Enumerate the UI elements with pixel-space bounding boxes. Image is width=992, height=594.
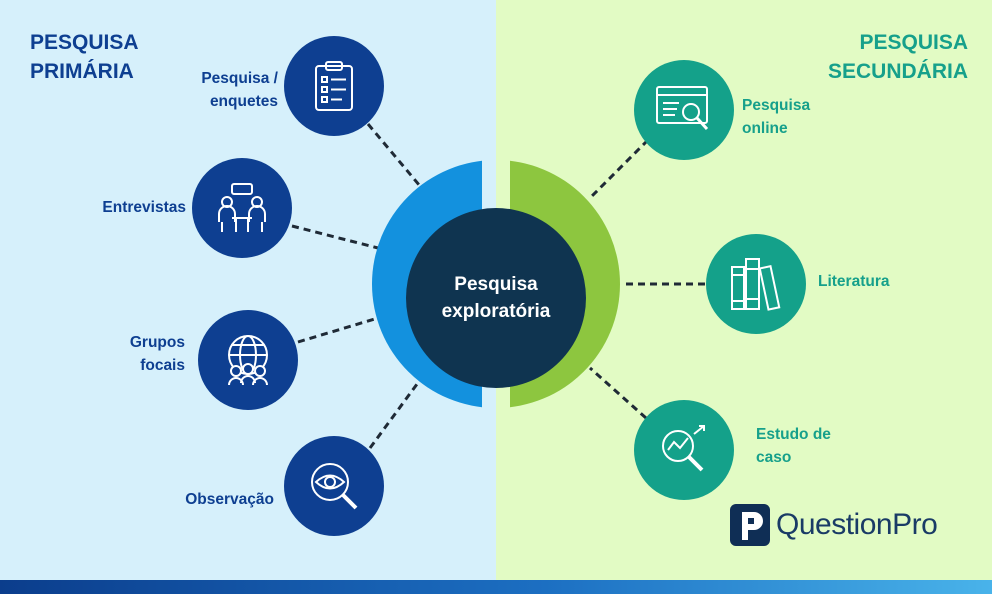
center-node: Pesquisa exploratória [406, 208, 586, 388]
bottom-accent-bar [0, 580, 992, 594]
center-label: Pesquisa [454, 274, 538, 295]
node-case-study [634, 400, 734, 500]
connector-primary-2 [291, 224, 379, 250]
label-line: Pesquisa / [201, 70, 278, 87]
label-line: Observação [185, 491, 274, 508]
node-literature-label: Literatura [818, 270, 890, 293]
connector-primary-3 [297, 316, 379, 344]
node-observation [284, 436, 384, 536]
node-focus-groups [198, 310, 298, 410]
heading-line: SECUNDÁRIA [827, 60, 968, 83]
node-surveys-label: Pesquisa / enquetes [201, 67, 278, 113]
connector-secondary-3 [589, 366, 647, 420]
node-online-research [634, 60, 734, 160]
label-line: Pesquisa [742, 97, 811, 114]
node-online-research-label: Pesquisa online [742, 94, 810, 140]
node-surveys [284, 36, 384, 136]
connector-primary-4 [368, 379, 422, 449]
node-observation-label: Observação [185, 488, 274, 511]
label-line: enquetes [209, 93, 278, 110]
globe-people-icon [228, 335, 268, 386]
connector-secondary-1 [588, 138, 650, 200]
primary-research-heading: PESQUISA PRIMÁRIA [30, 28, 139, 86]
node-focus-groups-label: Grupos focais [130, 331, 185, 377]
heading-line: PESQUISA [859, 31, 968, 54]
label-line: caso [756, 449, 792, 466]
label-line: focais [140, 357, 185, 374]
heading-line: PESQUISA [30, 31, 139, 54]
books-icon [731, 258, 781, 311]
browser-search-icon [656, 86, 709, 131]
interview-icon [218, 183, 266, 232]
connector-primary-1 [366, 123, 422, 187]
brand-logo: QuestionPro [730, 504, 938, 546]
label-line: Entrevistas [102, 199, 186, 216]
magnifier-chart-icon [662, 425, 705, 472]
node-interviews-label: Entrevistas [102, 196, 186, 219]
heading-line: PRIMÁRIA [30, 60, 134, 83]
label-line: Grupos [129, 334, 185, 351]
label-line: Literatura [818, 273, 890, 290]
node-case-study-label: Estudo de caso [756, 423, 831, 469]
node-interviews [192, 158, 292, 258]
brand-mark-icon [730, 504, 770, 546]
clipboard-checklist-icon [315, 61, 353, 111]
brand-name: QuestionPro [776, 508, 938, 541]
label-line: online [742, 120, 788, 137]
eye-magnifier-icon [311, 463, 358, 510]
node-literature [706, 234, 806, 334]
secondary-research-heading: PESQUISA SECUNDÁRIA [828, 28, 968, 86]
center-label: exploratória [441, 301, 551, 322]
label-line: Estudo de [756, 426, 831, 443]
